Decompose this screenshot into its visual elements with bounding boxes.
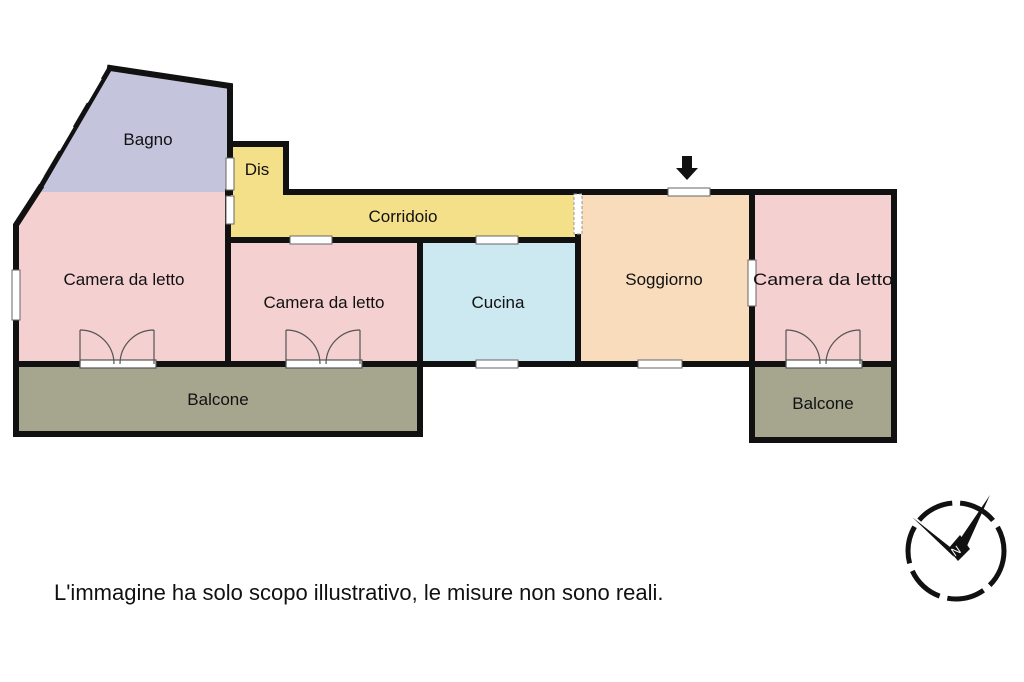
- walls: [13, 64, 897, 443]
- label-corridoio: Corridoio: [369, 207, 438, 226]
- label-balcone-1: Balcone: [187, 390, 248, 409]
- label-bagno: Bagno: [123, 130, 172, 149]
- label-balcone-2: Balcone: [792, 394, 853, 413]
- room-bagno: [40, 68, 230, 192]
- compass-icon: N: [905, 495, 1007, 602]
- disclaimer-text: L'immagine ha solo scopo illustrativo, l…: [54, 580, 664, 605]
- label-soggiorno: Soggiorno: [625, 270, 703, 289]
- room-balcone-1: [16, 364, 420, 434]
- entrance-arrow-icon: [676, 156, 698, 180]
- room-dis: [230, 144, 286, 192]
- label-camera-2: Camera da letto: [264, 293, 385, 312]
- label-dis: Dis: [245, 160, 270, 179]
- room-cucina: [420, 240, 576, 364]
- balcony-doors: [79, 329, 863, 369]
- room-camera-2: [228, 240, 418, 364]
- room-balcone-2: [752, 364, 894, 440]
- label-camera-1: Camera da letto: [64, 270, 185, 289]
- room-camera-1: [16, 192, 228, 364]
- room-corridoio: [228, 192, 578, 240]
- label-cucina: Cucina: [472, 293, 525, 312]
- label-camera-3: Camera da letto: [753, 270, 893, 289]
- room-soggiorno: [578, 192, 750, 364]
- room-camera-3: [752, 192, 894, 364]
- windows: [11, 76, 757, 369]
